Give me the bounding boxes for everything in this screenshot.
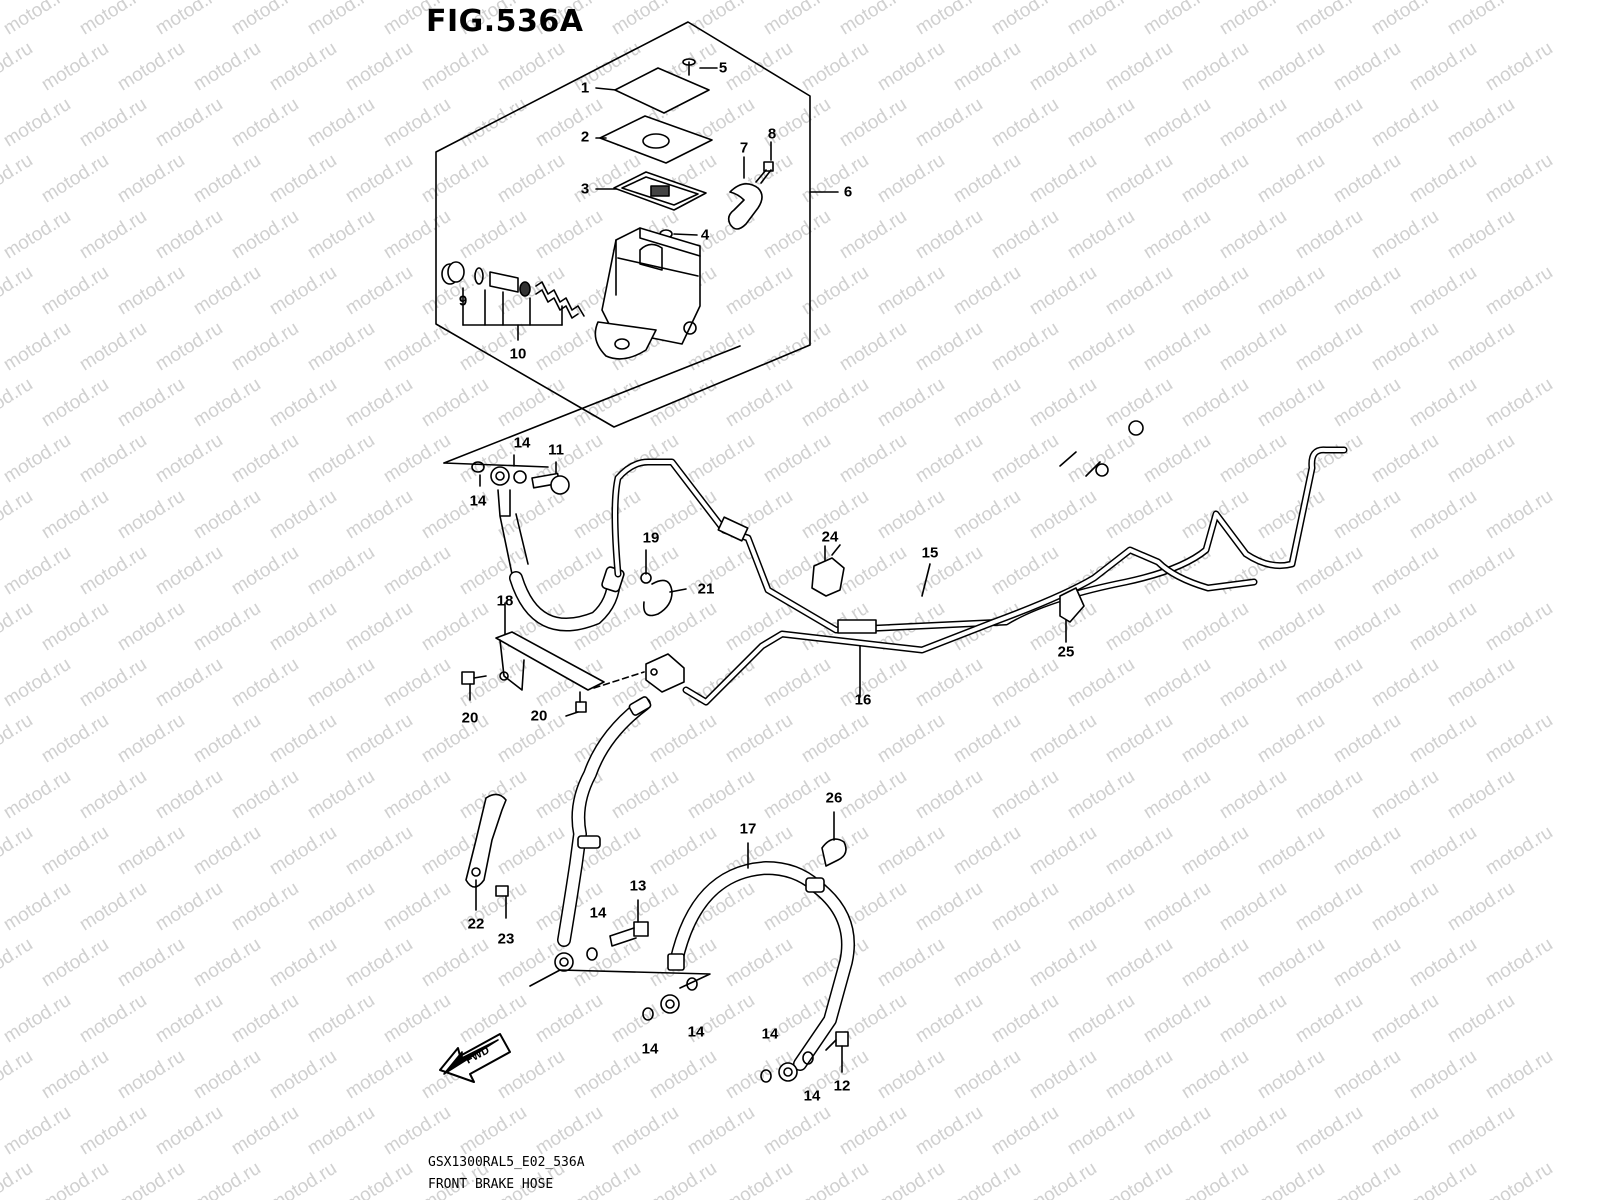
bolt-13: [609, 899, 649, 947]
fwd-indicator: FWD: [464, 1044, 492, 1066]
screw-8: [682, 58, 696, 76]
callout-23: 23: [497, 930, 515, 948]
callout-24: 24: [821, 528, 839, 546]
callout-7: 1: [580, 79, 590, 97]
upper-hose: [497, 489, 529, 575]
fwd-label: FWD: [464, 1044, 492, 1066]
piston-kit: [441, 261, 585, 341]
bolt-23: [495, 885, 509, 919]
clamp-26: [821, 811, 847, 867]
bolt-20b: [565, 691, 587, 717]
callout-9: 7: [739, 139, 749, 157]
callout-25: 25: [1057, 643, 1075, 661]
bracket-22: [465, 793, 507, 911]
callout-6: 2: [580, 128, 590, 146]
diagram-caption: FRONT BRAKE HOSE: [428, 1177, 554, 1192]
callout-14-f: 14: [761, 1025, 779, 1043]
callout-10: 8: [767, 125, 777, 143]
callout-3: 9: [458, 292, 468, 310]
fwd-arrow-shape: [439, 1033, 511, 1083]
joint-block: [645, 653, 685, 693]
diaphragm-ring: [642, 133, 670, 149]
callout-17: 17: [739, 820, 757, 838]
callout-14-c: 14: [589, 904, 607, 922]
model-code: GSX1300RAL5_E02_536A: [428, 1155, 585, 1170]
figure-title: FIG.536A: [426, 4, 584, 39]
callout-18: 18: [496, 592, 514, 610]
callout-8: 5: [718, 59, 728, 77]
bracket-18: [495, 602, 645, 691]
bolt-10: [755, 161, 774, 184]
callout-14-g: 14: [803, 1087, 821, 1105]
callout-13: 13: [629, 877, 647, 895]
callout-26: 26: [825, 789, 843, 807]
assembly-outline: [435, 21, 811, 428]
callout-4: 4: [700, 226, 710, 244]
callout-14-a: 14: [513, 434, 531, 452]
callout-12: 12: [833, 1077, 851, 1095]
callout-21: 21: [697, 580, 715, 598]
clamp-24: [811, 545, 845, 597]
clamp-9: [727, 183, 763, 230]
upper-banjo: [471, 461, 570, 495]
bolt-12: [825, 1031, 849, 1073]
callout-14-e: 14: [687, 1023, 705, 1041]
clamp-25: [1059, 587, 1085, 643]
diaphragm-plate: [599, 115, 713, 164]
callout-14-d: 14: [641, 1040, 659, 1058]
callout-11: 11: [548, 441, 564, 459]
callout-20-a: 20: [461, 709, 479, 727]
callout-22: 22: [467, 915, 485, 933]
callout-16: 16: [854, 691, 872, 709]
callout-15: 15: [921, 544, 939, 562]
callout-14-b: 14: [469, 492, 487, 510]
callout-5: 3: [580, 180, 590, 198]
master-cylinder-body: [601, 227, 701, 345]
bolt-20a: [461, 671, 487, 701]
reservoir-cap: [614, 67, 710, 114]
hose-clip: [640, 549, 687, 617]
callout-1: 6: [843, 183, 853, 201]
callout-20-b: 20: [530, 707, 548, 725]
callout-19: 19: [642, 529, 660, 547]
callout-2: 10: [509, 345, 527, 363]
